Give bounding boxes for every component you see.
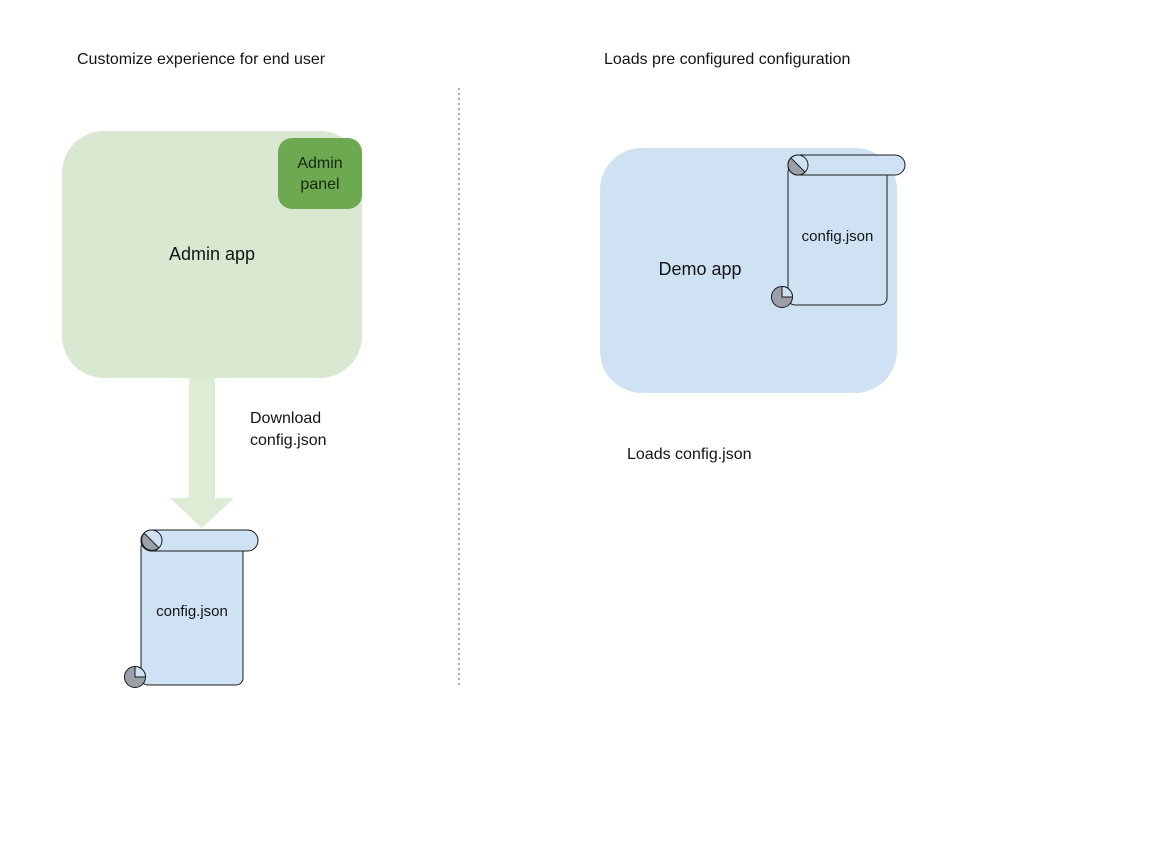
config-json-label: config.json (156, 603, 228, 620)
admin-app-label: Admin app (168, 244, 256, 264)
demo-config-json-scroll-icon (771, 154, 906, 308)
download-label-line2: config.json (250, 432, 327, 449)
demo-app-label: Demo app (658, 259, 742, 279)
admin-panel-label: Admin panel (297, 154, 343, 193)
admin-panel-shape: Admin panel (278, 138, 362, 209)
right-section-title: Loads pre configured configuration (604, 51, 851, 68)
scroll-bottom-curl-notch (134, 665, 147, 678)
left-section-title: Customize experience for end user (77, 51, 326, 68)
scroll-bottom-curl-notch (781, 285, 794, 298)
download-arrow-label: Download config.json (250, 408, 327, 452)
arrow-shape (170, 378, 234, 528)
section-divider (458, 88, 460, 686)
config-json-scroll-icon (124, 529, 259, 688)
loads-config-caption: Loads config.json (627, 446, 752, 463)
scroll-top-curl-shade (787, 157, 806, 176)
download-label-line1: Download (250, 410, 322, 427)
demo-config-json-label: config.json (801, 228, 874, 245)
download-arrow-icon (170, 378, 234, 528)
scroll-top-curl-shade (141, 532, 160, 551)
admin-app-shape: Admin app Admin panel (62, 131, 362, 378)
